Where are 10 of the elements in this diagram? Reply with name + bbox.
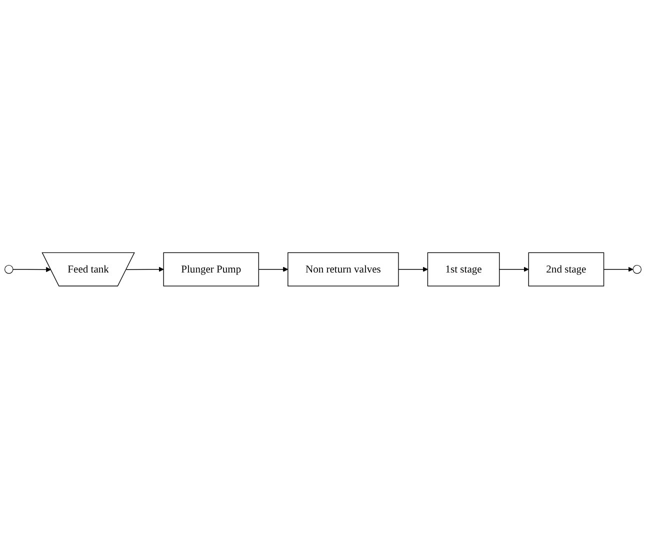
arrow	[398, 266, 428, 272]
node-box: Non return valves	[288, 252, 399, 286]
arrow	[258, 266, 288, 272]
node-box: 2nd stage	[528, 252, 604, 286]
arrow	[126, 266, 164, 272]
node-box: 1st stage	[427, 252, 500, 286]
arrow	[603, 266, 634, 272]
arrow	[12, 266, 52, 272]
arrow	[498, 266, 529, 272]
node-box: Plunger Pump	[163, 252, 260, 286]
